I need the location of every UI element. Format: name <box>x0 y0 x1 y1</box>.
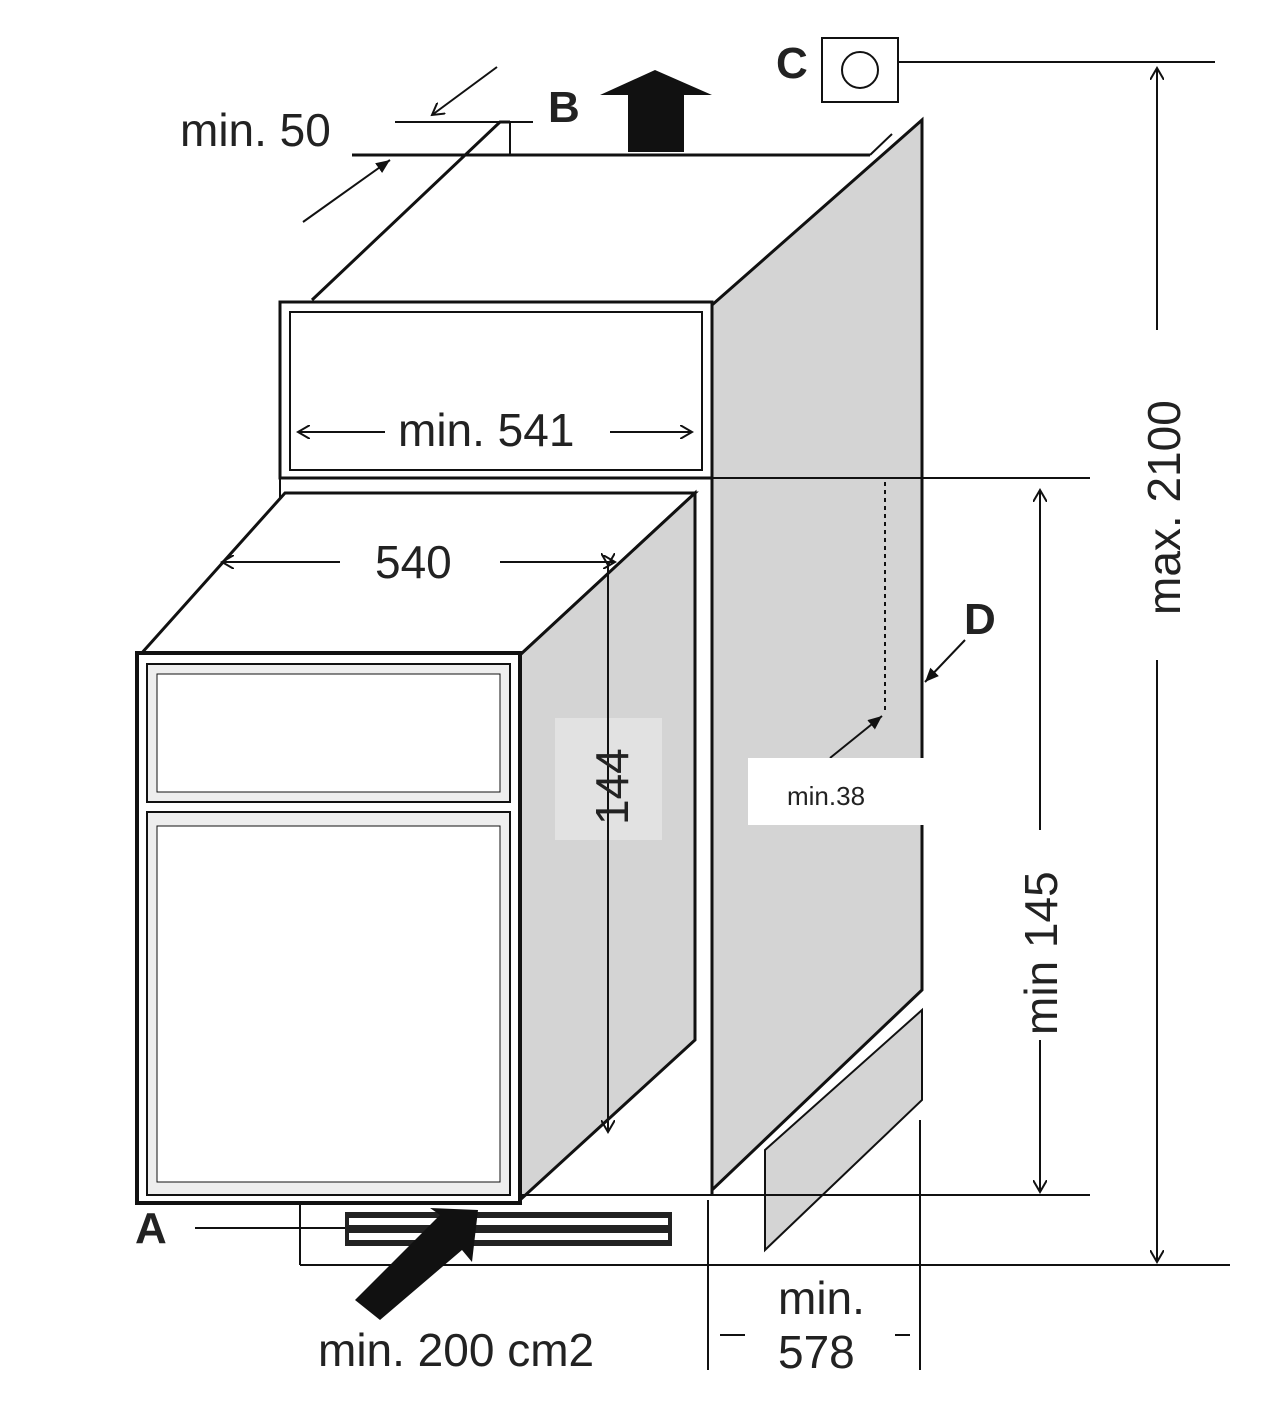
cabinet-side-panel <box>710 116 924 1194</box>
label-depth-value: 578 <box>778 1326 855 1378</box>
label-top-gap: min. 50 <box>180 104 331 156</box>
label-c: C <box>776 39 808 88</box>
cabinet-top-edge <box>310 120 510 302</box>
label-niche-height: min 145 <box>1015 871 1067 1035</box>
socket-icon <box>841 51 879 89</box>
side-gap-label-box <box>748 758 930 825</box>
air-inlet-arrow-icon <box>355 1208 478 1320</box>
label-niche-width: min. 541 <box>398 404 574 456</box>
cabinet-plinth-panel <box>764 1007 923 1253</box>
label-vent-area: min. 200 cm2 <box>318 1324 594 1376</box>
label-oven-width: 540 <box>375 536 452 588</box>
vent-grille <box>345 1212 672 1246</box>
label-a: A <box>135 1204 167 1253</box>
label-total-height: max. 2100 <box>1138 400 1190 615</box>
label-side-gap: min.38 <box>787 781 865 811</box>
label-b: B <box>548 83 580 132</box>
label-depth-min: min. <box>778 1272 865 1324</box>
exhaust-arrow-up-icon <box>600 70 712 152</box>
socket-box <box>821 37 899 103</box>
label-d: D <box>964 595 996 644</box>
label-oven-height: 144 <box>586 748 638 825</box>
